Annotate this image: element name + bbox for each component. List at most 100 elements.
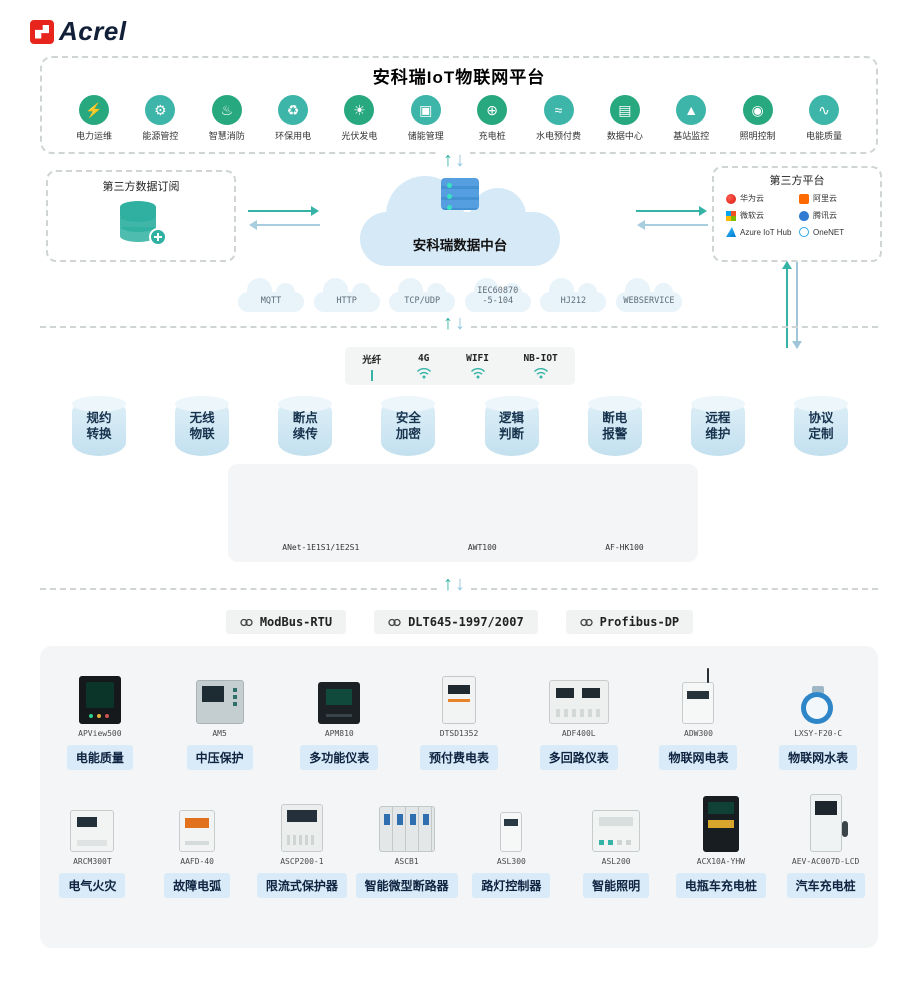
product-model: APView500 (78, 729, 122, 738)
current-limit-protector-image (280, 804, 323, 852)
icon-glyph: ▣ (419, 102, 433, 118)
feature-cylinder: 断电报警 (587, 396, 642, 456)
feature-label: 断点续传 (292, 411, 318, 441)
gateway-model: ANet-1E1S1/1E2S1 (282, 543, 360, 552)
lighting-control-icon: ◉ (742, 95, 773, 125)
network-label: NB-IOT (523, 353, 558, 364)
gateway-image (605, 486, 644, 538)
gateway-image (468, 486, 497, 538)
energy-storage-icon: ▣ (410, 95, 441, 125)
app-item: ▲ 基站监控 (663, 95, 719, 142)
water-meter-image (801, 686, 835, 724)
product-model: ASL300 (496, 857, 526, 866)
smart-lighting-image (592, 810, 641, 852)
tencent-cloud-icon (799, 210, 809, 221)
arrow-left-icon (249, 220, 320, 230)
product-image (399, 666, 519, 724)
product-image (40, 794, 145, 852)
product-model: AEV-AC007D-LCD (791, 857, 860, 866)
product-item: APM810 多功能仪表 (279, 666, 399, 770)
meter-image (318, 682, 361, 724)
up-arrow-icon: ↑ (443, 312, 453, 334)
up-arrow-icon: ↑ (443, 573, 453, 595)
down-arrow-icon: ↓ (455, 573, 465, 595)
field-protocols-row: ModBus-RTU DLT645-1997/2007 Profibus-DP (0, 610, 919, 634)
energy-control-icon: ⚙ (145, 95, 176, 125)
network-label: 光纤 (362, 354, 382, 366)
product-category-chip: 物联网电表 (659, 745, 738, 770)
arc-fault-image (179, 810, 216, 852)
network-label: 4G (417, 353, 430, 364)
gateway-model: AWT100 (467, 543, 497, 552)
feature-cylinder: 安全加密 (381, 396, 436, 456)
arrow-down-icon (792, 262, 802, 349)
protocol-chip-label: Profibus-DP (599, 615, 680, 629)
product-item: LXSY-F20-C 物联网水表 (758, 666, 878, 770)
iot-platform-box: 安科瑞IoT物联网平台 ⚡ 电力运维 ⚙ 能源管控 ♨ 智慧消防 ♻ 环保用电 … (40, 56, 878, 154)
third-party-subscription-box: 第三方数据订阅 (46, 170, 236, 262)
gateway-item: AWT100 (468, 486, 497, 552)
product-model: AM5 (212, 729, 227, 738)
gateway-model: AF-HK100 (605, 543, 644, 552)
product-category-chip: 电能质量 (66, 745, 133, 770)
product-item: ARCM300T 电气火灾 (40, 794, 145, 898)
platform-item: 腾讯云 (799, 210, 868, 221)
product-image (160, 666, 280, 724)
multi-circuit-meter-image (548, 680, 609, 724)
icon-glyph: ☀ (353, 102, 366, 118)
icon-glyph: ◉ (751, 102, 764, 118)
network-item: 光纤 (362, 352, 381, 381)
protocol-chip-label: ModBus-RTU (259, 615, 333, 629)
app-item: ♨ 智慧消防 (199, 95, 255, 142)
gateway-item: AF-HK100 (605, 486, 644, 552)
pv-power-icon: ☀ (344, 95, 375, 125)
arrow-up-icon (782, 261, 792, 348)
microsoft-cloud-icon (726, 210, 736, 221)
protocol-chip: DLT645-1997/2007 (374, 610, 538, 634)
platform-name: OneNET (813, 227, 845, 237)
onenet-icon (799, 227, 809, 237)
platform-name: 阿里云 (813, 194, 837, 203)
protocol-cloud: HJ212 (540, 276, 607, 312)
platform-box-title: 第三方平台 (769, 175, 825, 187)
wifi-icon (416, 366, 432, 379)
platform-logos-grid: 华为云 阿里云 微软云 腾讯云 Azure IoT Hub OneNET (714, 188, 880, 237)
server-icon (441, 178, 479, 210)
protocol-cloud: MQTT (238, 276, 304, 312)
app-item: ≈ 水电预付费 (531, 95, 587, 142)
gateway-features-row: 规约转换 无线物联 断点续传 安全加密 逻辑判断 断电报警 远程维护 协议定制 (72, 396, 848, 456)
app-item: ◉ 照明控制 (730, 95, 786, 142)
protocol-label: MQTT (260, 296, 282, 307)
app-label: 储能管理 (407, 131, 444, 141)
link-icon (240, 618, 253, 626)
arrow-left-icon (637, 220, 708, 230)
product-category-chip: 物联网水表 (779, 745, 858, 770)
app-label: 照明控制 (739, 131, 776, 141)
third-party-platform-box: 第三方平台 华为云 阿里云 微软云 腾讯云 Azure IoT Hub (712, 166, 882, 262)
eco-power-icon: ♻ (278, 95, 309, 125)
network-item: 4G (416, 353, 432, 379)
feature-label: 协议定制 (808, 411, 834, 441)
network-types-bar: 光纤 4G WIFI NB-IOT (345, 347, 575, 385)
down-arrow-icon: ↓ (455, 149, 465, 171)
smart-fire-icon: ♨ (211, 95, 242, 125)
product-model: ASL200 (601, 857, 631, 866)
product-category-chip: 电瓶车充电桩 (675, 873, 766, 898)
data-hub-label: 安科瑞数据中台 (412, 238, 508, 253)
left-data-flow-arrows (248, 202, 320, 234)
product-model: ADF400L (561, 729, 596, 738)
acrel-logo-text: Acrel (59, 16, 127, 46)
product-category-chip: 中压保护 (186, 745, 253, 770)
product-item: ASCB1 智能微型断路器 (354, 794, 459, 898)
wifi-icon (523, 366, 557, 379)
ev-charger-image (809, 794, 848, 852)
app-label: 基站监控 (673, 131, 710, 141)
power-ops-icon: ⚡ (79, 95, 109, 125)
app-item: ⚙ 能源管控 (132, 95, 188, 142)
app-label: 充电桩 (478, 131, 506, 141)
product-category-chip: 汽车充电桩 (786, 873, 865, 898)
database-icon (48, 199, 234, 252)
protocol-label: HJ212 (560, 296, 587, 307)
icon-glyph: ♻ (286, 102, 300, 118)
network-item: NB-IOT (523, 353, 558, 379)
